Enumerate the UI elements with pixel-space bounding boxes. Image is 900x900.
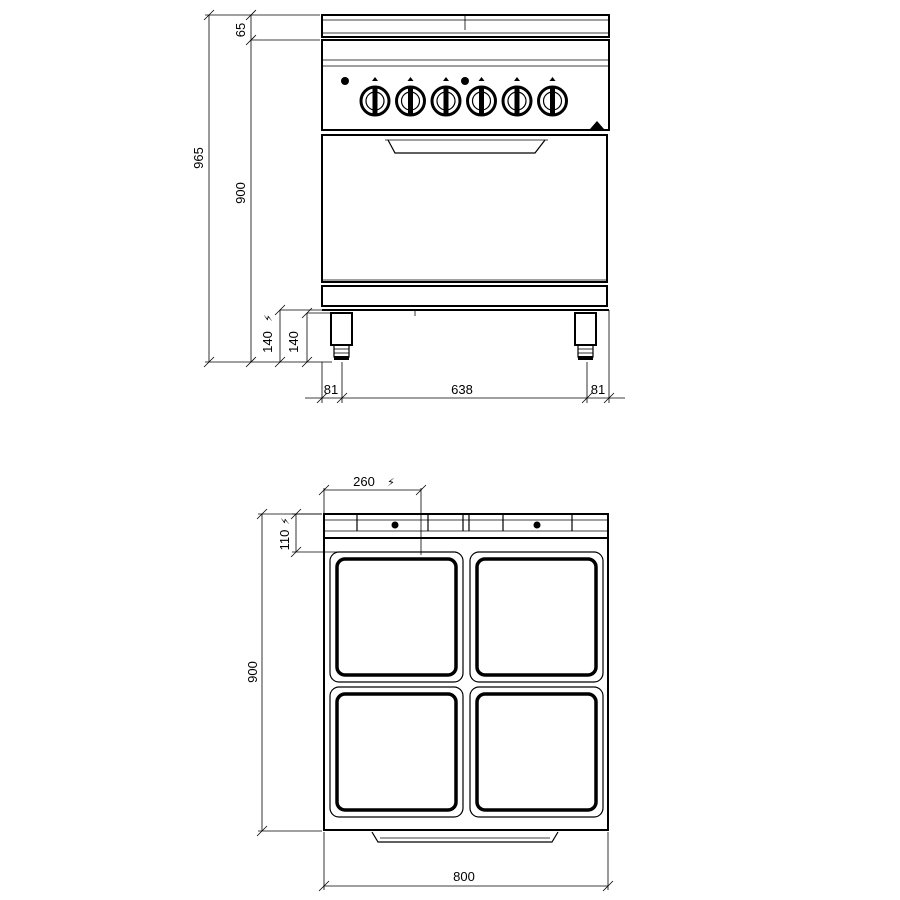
hotplate bbox=[329, 686, 464, 818]
dim-body-height: 900 bbox=[233, 182, 248, 204]
knob-row bbox=[359, 77, 568, 117]
dim-leg-height: 140 bbox=[286, 331, 301, 353]
control-knob bbox=[537, 77, 568, 117]
front-view: 965 65 900 140 ⚡ 140 81 638 bbox=[191, 9, 625, 404]
electric-icon: ⚡ bbox=[263, 314, 275, 322]
control-knob bbox=[501, 77, 533, 117]
top-view: 260 ⚡ 110 ⚡ 900 800 bbox=[245, 474, 614, 892]
electric-icon: ⚡ bbox=[280, 517, 292, 525]
warning-icon bbox=[590, 121, 604, 129]
hotplate bbox=[329, 551, 464, 683]
dim-total-height: 965 bbox=[191, 147, 206, 169]
control-knob bbox=[466, 77, 497, 117]
electric-icon: ⚡ bbox=[387, 477, 395, 489]
leg-right bbox=[574, 312, 597, 360]
vent-hole-icon bbox=[391, 521, 399, 529]
hotplate bbox=[469, 686, 604, 818]
dim-rear-depth: 110 bbox=[277, 530, 292, 551]
dim-leg-span: 638 bbox=[451, 382, 473, 397]
hotplate-group bbox=[329, 551, 604, 818]
control-knob bbox=[430, 77, 462, 117]
control-panel bbox=[321, 39, 610, 131]
dim-width: 800 bbox=[453, 869, 475, 884]
vent-hole-icon bbox=[533, 521, 541, 529]
pilot-light-icon bbox=[341, 77, 349, 85]
cooktop-strip bbox=[321, 14, 610, 38]
dim-plate-offset: 260 bbox=[353, 474, 375, 489]
hotplate bbox=[469, 551, 604, 683]
dim-depth: 900 bbox=[245, 661, 260, 683]
dim-right-offset: 81 bbox=[591, 382, 605, 397]
oven-door bbox=[321, 134, 608, 283]
rear-strip bbox=[323, 513, 609, 539]
plinth bbox=[321, 285, 608, 307]
pilot-light-icon bbox=[461, 77, 469, 85]
front-rail bbox=[371, 831, 559, 843]
dim-top-height: 65 bbox=[233, 23, 248, 37]
control-knob bbox=[395, 77, 426, 117]
dim-leg-height-electric: 140 bbox=[260, 331, 275, 353]
leg-left bbox=[330, 312, 353, 360]
oven-handle bbox=[387, 139, 546, 154]
control-knob bbox=[359, 77, 391, 117]
dim-left-offset: 81 bbox=[324, 382, 338, 397]
cooktop-surface bbox=[323, 537, 609, 831]
